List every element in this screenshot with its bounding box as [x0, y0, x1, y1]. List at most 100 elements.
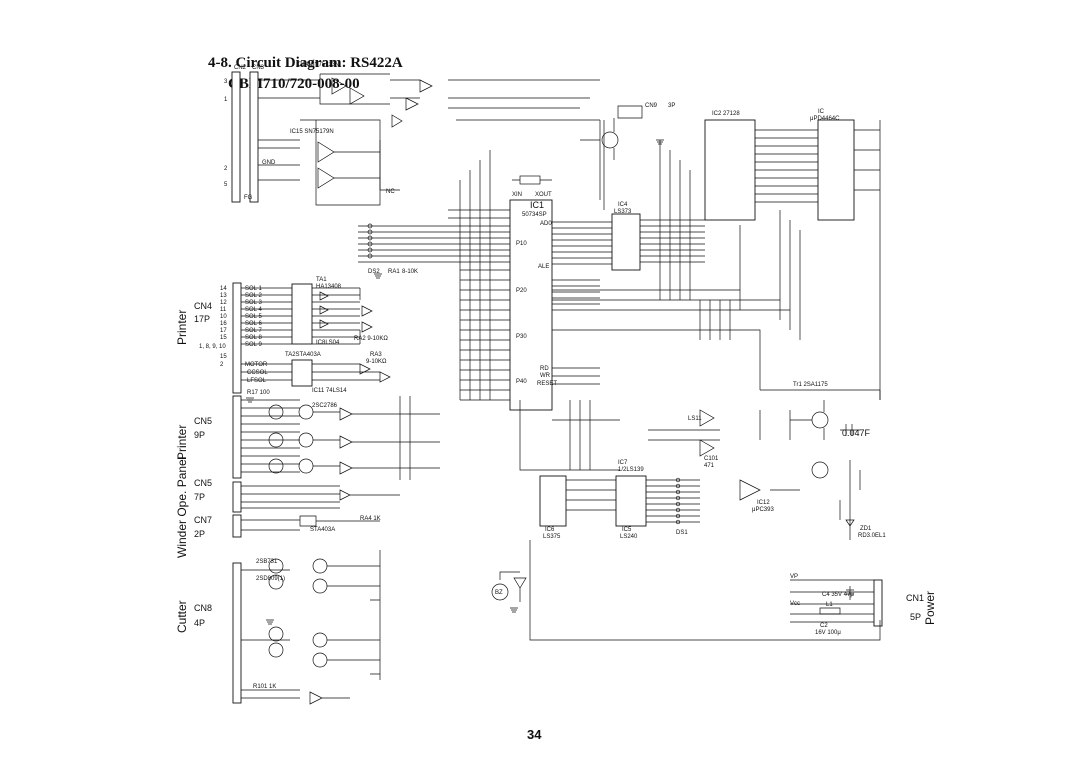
- ra3-label: RA3: [370, 352, 382, 358]
- sol-wires: [241, 287, 292, 381]
- tr-2sb731-label: 2SB731: [256, 559, 278, 565]
- ra2-label: RA2 9-10KΩ: [354, 336, 388, 342]
- ra1-value: 8-10K: [402, 269, 418, 275]
- c101-value: 471: [704, 463, 715, 469]
- sol-labels: SOL 1 SOL 2 SOL 3 SOL 4 SOL 5 SOL 6 SOL …: [245, 286, 262, 348]
- ic8-label: IC8LS04: [316, 340, 340, 346]
- connector-cn1: CN1: [906, 593, 924, 603]
- ic2-label: IC2 27128: [712, 111, 740, 117]
- power-wires: [790, 579, 874, 623]
- ic3-ram: [817, 119, 855, 221]
- svg-text:16: 16: [220, 321, 227, 327]
- c2-value: 16V 100μ: [815, 630, 841, 636]
- svg-text:SOL 3: SOL 3: [245, 300, 262, 306]
- crystal: [512, 175, 552, 185]
- svg-text:SOL 9: SOL 9: [245, 342, 262, 348]
- tr-2sd809-label: 2SD809(1): [256, 576, 285, 582]
- ic6-label: IC6: [545, 527, 555, 533]
- ta1-output-wires: [312, 287, 361, 345]
- connector-cn9: CN9: [645, 103, 658, 109]
- tr1-label: Tr1 2SA1175: [793, 382, 828, 388]
- rd-label: RD: [540, 366, 549, 372]
- l1-label: L1: [826, 602, 833, 608]
- address-bus: [552, 120, 881, 400]
- svg-text:15: 15: [220, 335, 227, 341]
- resistor-network: [358, 223, 448, 263]
- svg-text:SOL 7: SOL 7: [245, 328, 262, 334]
- p10-label: P10: [516, 241, 527, 247]
- ic6-part: LS375: [543, 534, 561, 540]
- svg-text:17: 17: [220, 328, 227, 334]
- connector-cn7: CN7: [194, 515, 212, 525]
- cn5b-cn7-wires: [241, 485, 400, 531]
- cn2-pin-labels: 3 1 2 5: [224, 79, 228, 188]
- ic4-label: IC4: [618, 202, 628, 208]
- svg-text:1: 1: [224, 97, 228, 103]
- svg-text:2: 2: [224, 166, 228, 172]
- xin-label: XIN: [512, 192, 522, 198]
- ic3-part: μPD4464C: [810, 116, 840, 122]
- ta2-driver: [291, 359, 313, 387]
- cutter-driver-transistors: [241, 550, 381, 705]
- connector-cn8: CN8: [194, 603, 212, 613]
- ic4-part: LS373: [614, 209, 632, 215]
- ic1-cpu: [509, 199, 553, 411]
- cpu-right-bus: [552, 221, 612, 385]
- c2-label: C2: [820, 623, 828, 629]
- ta2-label: TA2STA403A: [285, 352, 321, 358]
- ds2-label: DS2: [368, 269, 380, 275]
- sta403a-label: STA403A: [310, 527, 335, 533]
- connector-cn4-pins: 17P: [194, 314, 210, 324]
- cn5-driver-transistors: [241, 396, 440, 480]
- ic4-latch: [611, 213, 641, 271]
- svg-text:SOL 6: SOL 6: [245, 321, 262, 327]
- connector-cn4: CN4: [194, 301, 212, 311]
- connector-cn3: CN3: [252, 65, 265, 71]
- ta1-inverters: [319, 291, 373, 333]
- motor-label: MOTOR: [245, 362, 268, 368]
- ic7-label: IC7: [618, 460, 628, 466]
- ic12-label: IC12: [757, 500, 770, 506]
- ic5-buffer: [615, 475, 647, 527]
- ic14-label: IC14 SN75113N: [296, 62, 339, 68]
- side-label-printer-mid: Printer: [175, 425, 189, 460]
- ground-symbols: [246, 139, 664, 625]
- dip-switch-wires: [566, 477, 700, 525]
- cn4-pin-labels: 14 13 12 11 10 16 17 15 1, 8, 9, 10 15 2: [199, 286, 227, 368]
- fg-label: FG: [244, 195, 253, 201]
- ds1-label: DS1: [676, 530, 688, 536]
- ic5-part: LS240: [620, 534, 638, 540]
- svg-text:15: 15: [220, 354, 227, 360]
- tr-2sc2786-label: 2SC2786: [312, 403, 338, 409]
- ic7-part: 1/2LS139: [618, 467, 644, 473]
- cn4-strip: [232, 282, 242, 394]
- svg-text:3: 3: [224, 79, 228, 85]
- connector-cn9-pins: 3P: [668, 103, 675, 109]
- ra3-value: 9-10KΩ: [366, 359, 387, 365]
- ic3-label: IC: [818, 109, 825, 115]
- connector-cn5b: CN5: [194, 478, 212, 488]
- lfsol-label: LFSOL: [247, 378, 267, 384]
- vcc-label-power: Vcc: [790, 601, 800, 607]
- side-label-printer-top: Printer: [175, 310, 189, 345]
- cn8-strip: [232, 562, 242, 704]
- wr-label: WR: [540, 373, 551, 379]
- ic1-part: 50734SP: [522, 212, 547, 218]
- connector-cn5b-pins: 7P: [194, 492, 205, 502]
- svg-text:14: 14: [220, 286, 227, 292]
- connector-cn1-pins: 5P: [910, 612, 921, 622]
- ra4-label: RA4 1K: [360, 516, 381, 522]
- r101-label: R101 1K: [253, 684, 276, 690]
- cn1-strip: [873, 579, 883, 627]
- ls11-label: LS11: [688, 416, 702, 422]
- rs422-driver-wires: [258, 73, 600, 206]
- ic11-label: IC11 74LS14: [312, 388, 347, 394]
- capacitor-047f-label: 0.047F: [842, 428, 871, 438]
- svg-text:10: 10: [220, 314, 227, 320]
- zd1-part: RD3.0EL1: [858, 533, 886, 539]
- zd1-label: ZD1: [860, 526, 872, 532]
- svg-text:11: 11: [220, 307, 227, 313]
- power-monitor-circuit: [739, 389, 881, 540]
